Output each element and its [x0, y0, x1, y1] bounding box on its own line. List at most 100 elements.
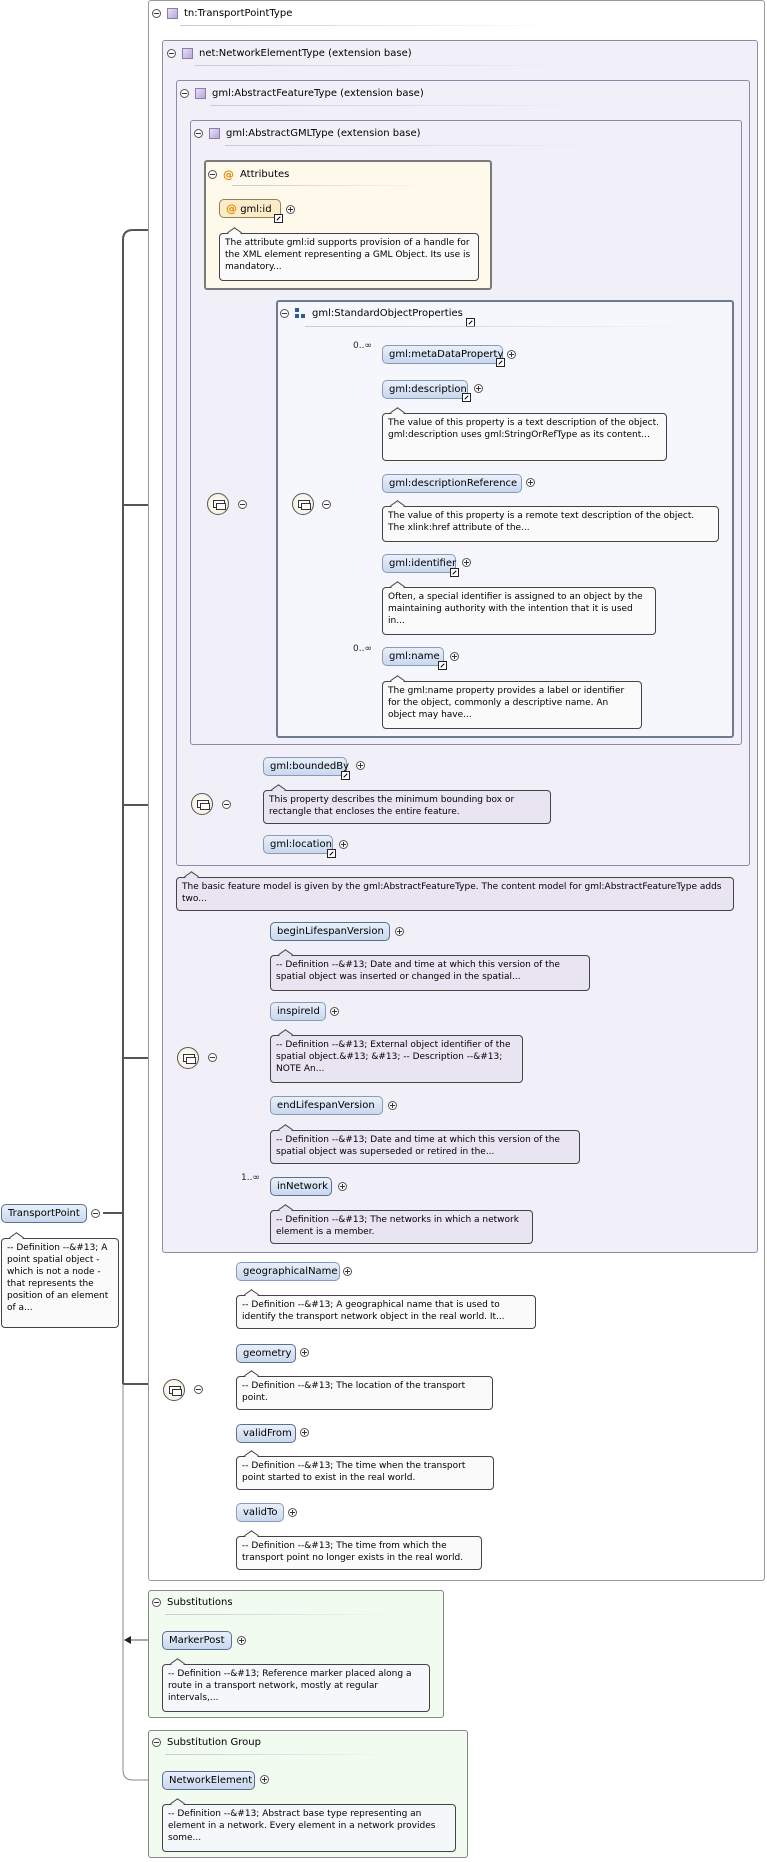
innetwork-element[interactable]: inNetwork: [270, 1177, 332, 1196]
gml-id-attribute[interactable]: @ gml:id: [219, 199, 281, 218]
abstract-gml-type-header: gml:AbstractGMLType (extension base): [194, 128, 421, 139]
validfrom-doc: -- Definition --&#13; The time when the …: [236, 1456, 494, 1490]
expand-icon[interactable]: [388, 1101, 397, 1110]
geographicalname-doc: -- Definition --&#13; A geographical nam…: [236, 1295, 536, 1329]
collapse-icon[interactable]: [208, 1053, 217, 1062]
expand-icon[interactable]: [507, 350, 516, 359]
networkelement-element[interactable]: NetworkElement: [162, 1771, 255, 1790]
transportpoint-doc: -- Definition --&#13; A point spatial ob…: [1, 1238, 119, 1328]
geographicalname-element[interactable]: geographicalName: [236, 1262, 340, 1281]
transportpoint-root-element[interactable]: TransportPoint: [1, 1204, 87, 1223]
markerpost-doc: -- Definition --&#13; Reference marker p…: [162, 1664, 430, 1712]
beginlifespanversion-doc: -- Definition --&#13; Date and time at w…: [270, 955, 590, 991]
standard-object-properties-header: gml:StandardObjectProperties: [280, 308, 463, 319]
validto-doc: -- Definition --&#13; The time from whic…: [236, 1536, 482, 1570]
validto-element[interactable]: validTo: [236, 1503, 284, 1522]
markerpost-element[interactable]: MarkerPost: [162, 1631, 232, 1650]
abstract-feature-type-label: gml:AbstractFeatureType (extension base): [212, 88, 424, 99]
expand-icon[interactable]: [260, 1775, 269, 1784]
reference-arrow-icon: [462, 393, 471, 402]
substitution-group-title: Substitution Group: [167, 1737, 261, 1748]
expand-icon[interactable]: [338, 1182, 347, 1191]
substitutions-title: Substitutions: [167, 1597, 233, 1608]
collapse-icon[interactable]: [222, 800, 231, 809]
complex-type-icon: [195, 88, 206, 99]
networkelement-doc: -- Definition --&#13; Abstract base type…: [162, 1804, 456, 1852]
substitution-group-header: Substitution Group: [152, 1737, 261, 1748]
innetwork-cardinality: 1..∞: [241, 1173, 260, 1183]
endlifespanversion-element[interactable]: endLifespanVersion: [270, 1096, 383, 1115]
gml-description-element[interactable]: gml:description: [382, 380, 468, 399]
attributes-header: @ Attributes: [208, 168, 289, 181]
gml-name-doc: The gml:name property provides a label o…: [382, 681, 642, 729]
attribute-icon: @: [226, 202, 237, 215]
expand-icon[interactable]: [286, 205, 295, 214]
gml-boundedby-doc: This property describes the minimum boun…: [263, 790, 551, 824]
abstract-feature-type-header: gml:AbstractFeatureType (extension base): [180, 88, 424, 99]
collapse-icon[interactable]: [194, 129, 203, 138]
transport-point-type-label: tn:TransportPointType: [184, 8, 293, 19]
gml-name-element[interactable]: gml:name: [382, 647, 444, 666]
gml-descriptionreference-element[interactable]: gml:descriptionReference: [382, 474, 522, 493]
expand-icon[interactable]: [300, 1348, 309, 1357]
attribute-icon: @: [223, 168, 234, 181]
innetwork-doc: -- Definition --&#13; The networks in wh…: [270, 1210, 533, 1244]
sequence-compositor-icon: [292, 493, 314, 515]
gml-metadataproperty-element[interactable]: gml:metaDataProperty: [382, 345, 503, 364]
sequence-compositor-icon: [163, 1379, 185, 1401]
reference-arrow-icon: [327, 849, 336, 858]
expand-icon[interactable]: [237, 1636, 246, 1645]
expand-icon[interactable]: [356, 761, 365, 770]
expand-icon[interactable]: [462, 558, 471, 567]
collapse-icon[interactable]: [280, 309, 289, 318]
expand-icon[interactable]: [474, 384, 483, 393]
substitutions-header: Substitutions: [152, 1597, 233, 1608]
reference-arrow-icon: [438, 661, 447, 670]
reference-arrow-icon: [450, 568, 459, 577]
expand-icon[interactable]: [526, 478, 535, 487]
expand-icon[interactable]: [343, 1267, 352, 1276]
collapse-icon[interactable]: [180, 89, 189, 98]
gml-identifier-doc: Often, a special identifier is assigned …: [382, 587, 656, 635]
collapse-icon[interactable]: [194, 1385, 203, 1394]
expand-icon[interactable]: [330, 1007, 339, 1016]
complex-type-icon: [209, 128, 220, 139]
collapse-icon[interactable]: [152, 9, 161, 18]
sequence-compositor-icon: [177, 1047, 199, 1069]
collapse-icon[interactable]: [238, 500, 247, 509]
beginlifespanversion-element[interactable]: beginLifespanVersion: [270, 922, 390, 941]
network-element-type-label: net:NetworkElementType (extension base): [199, 48, 412, 59]
abstract-feature-doc: The basic feature model is given by the …: [176, 877, 734, 911]
geometry-element[interactable]: geometry: [236, 1344, 296, 1363]
inspireid-element[interactable]: inspireId: [270, 1002, 326, 1021]
collapse-icon[interactable]: [152, 1738, 161, 1747]
expand-icon[interactable]: [339, 840, 348, 849]
attributes-title: Attributes: [240, 169, 290, 180]
collapse-icon[interactable]: [208, 170, 217, 179]
abstract-gml-type-label: gml:AbstractGMLType (extension base): [226, 128, 421, 139]
gml-id-label: gml:id: [240, 204, 272, 215]
expand-icon[interactable]: [300, 1428, 309, 1437]
sequence-compositor-icon: [191, 793, 213, 815]
sequence-compositor-icon: [207, 493, 229, 515]
meta-cardinality: 0..∞: [353, 341, 372, 351]
endlifespanversion-doc: -- Definition --&#13; Date and time at w…: [270, 1130, 580, 1164]
inspireid-doc: -- Definition --&#13; External object id…: [270, 1035, 523, 1083]
validfrom-element[interactable]: validFrom: [236, 1424, 296, 1443]
name-cardinality: 0..∞: [353, 644, 372, 654]
collapse-icon[interactable]: [91, 1209, 100, 1218]
gml-identifier-element[interactable]: gml:identifier: [382, 554, 456, 573]
expand-icon[interactable]: [450, 652, 459, 661]
reference-arrow-icon: [496, 358, 505, 367]
collapse-icon[interactable]: [322, 500, 331, 509]
collapse-icon[interactable]: [152, 1598, 161, 1607]
geometry-doc: -- Definition --&#13; The location of th…: [236, 1376, 493, 1410]
standard-object-properties-title: gml:StandardObjectProperties: [312, 308, 463, 319]
expand-icon[interactable]: [288, 1508, 297, 1517]
gml-boundedby-element[interactable]: gml:boundedBy: [263, 757, 349, 776]
gml-descriptionreference-doc: The value of this property is a remote t…: [382, 506, 719, 542]
gml-location-element[interactable]: gml:location: [263, 835, 333, 854]
collapse-icon[interactable]: [167, 49, 176, 58]
expand-icon[interactable]: [395, 927, 404, 936]
gml-id-doc: The attribute gml:id supports provision …: [219, 233, 479, 281]
